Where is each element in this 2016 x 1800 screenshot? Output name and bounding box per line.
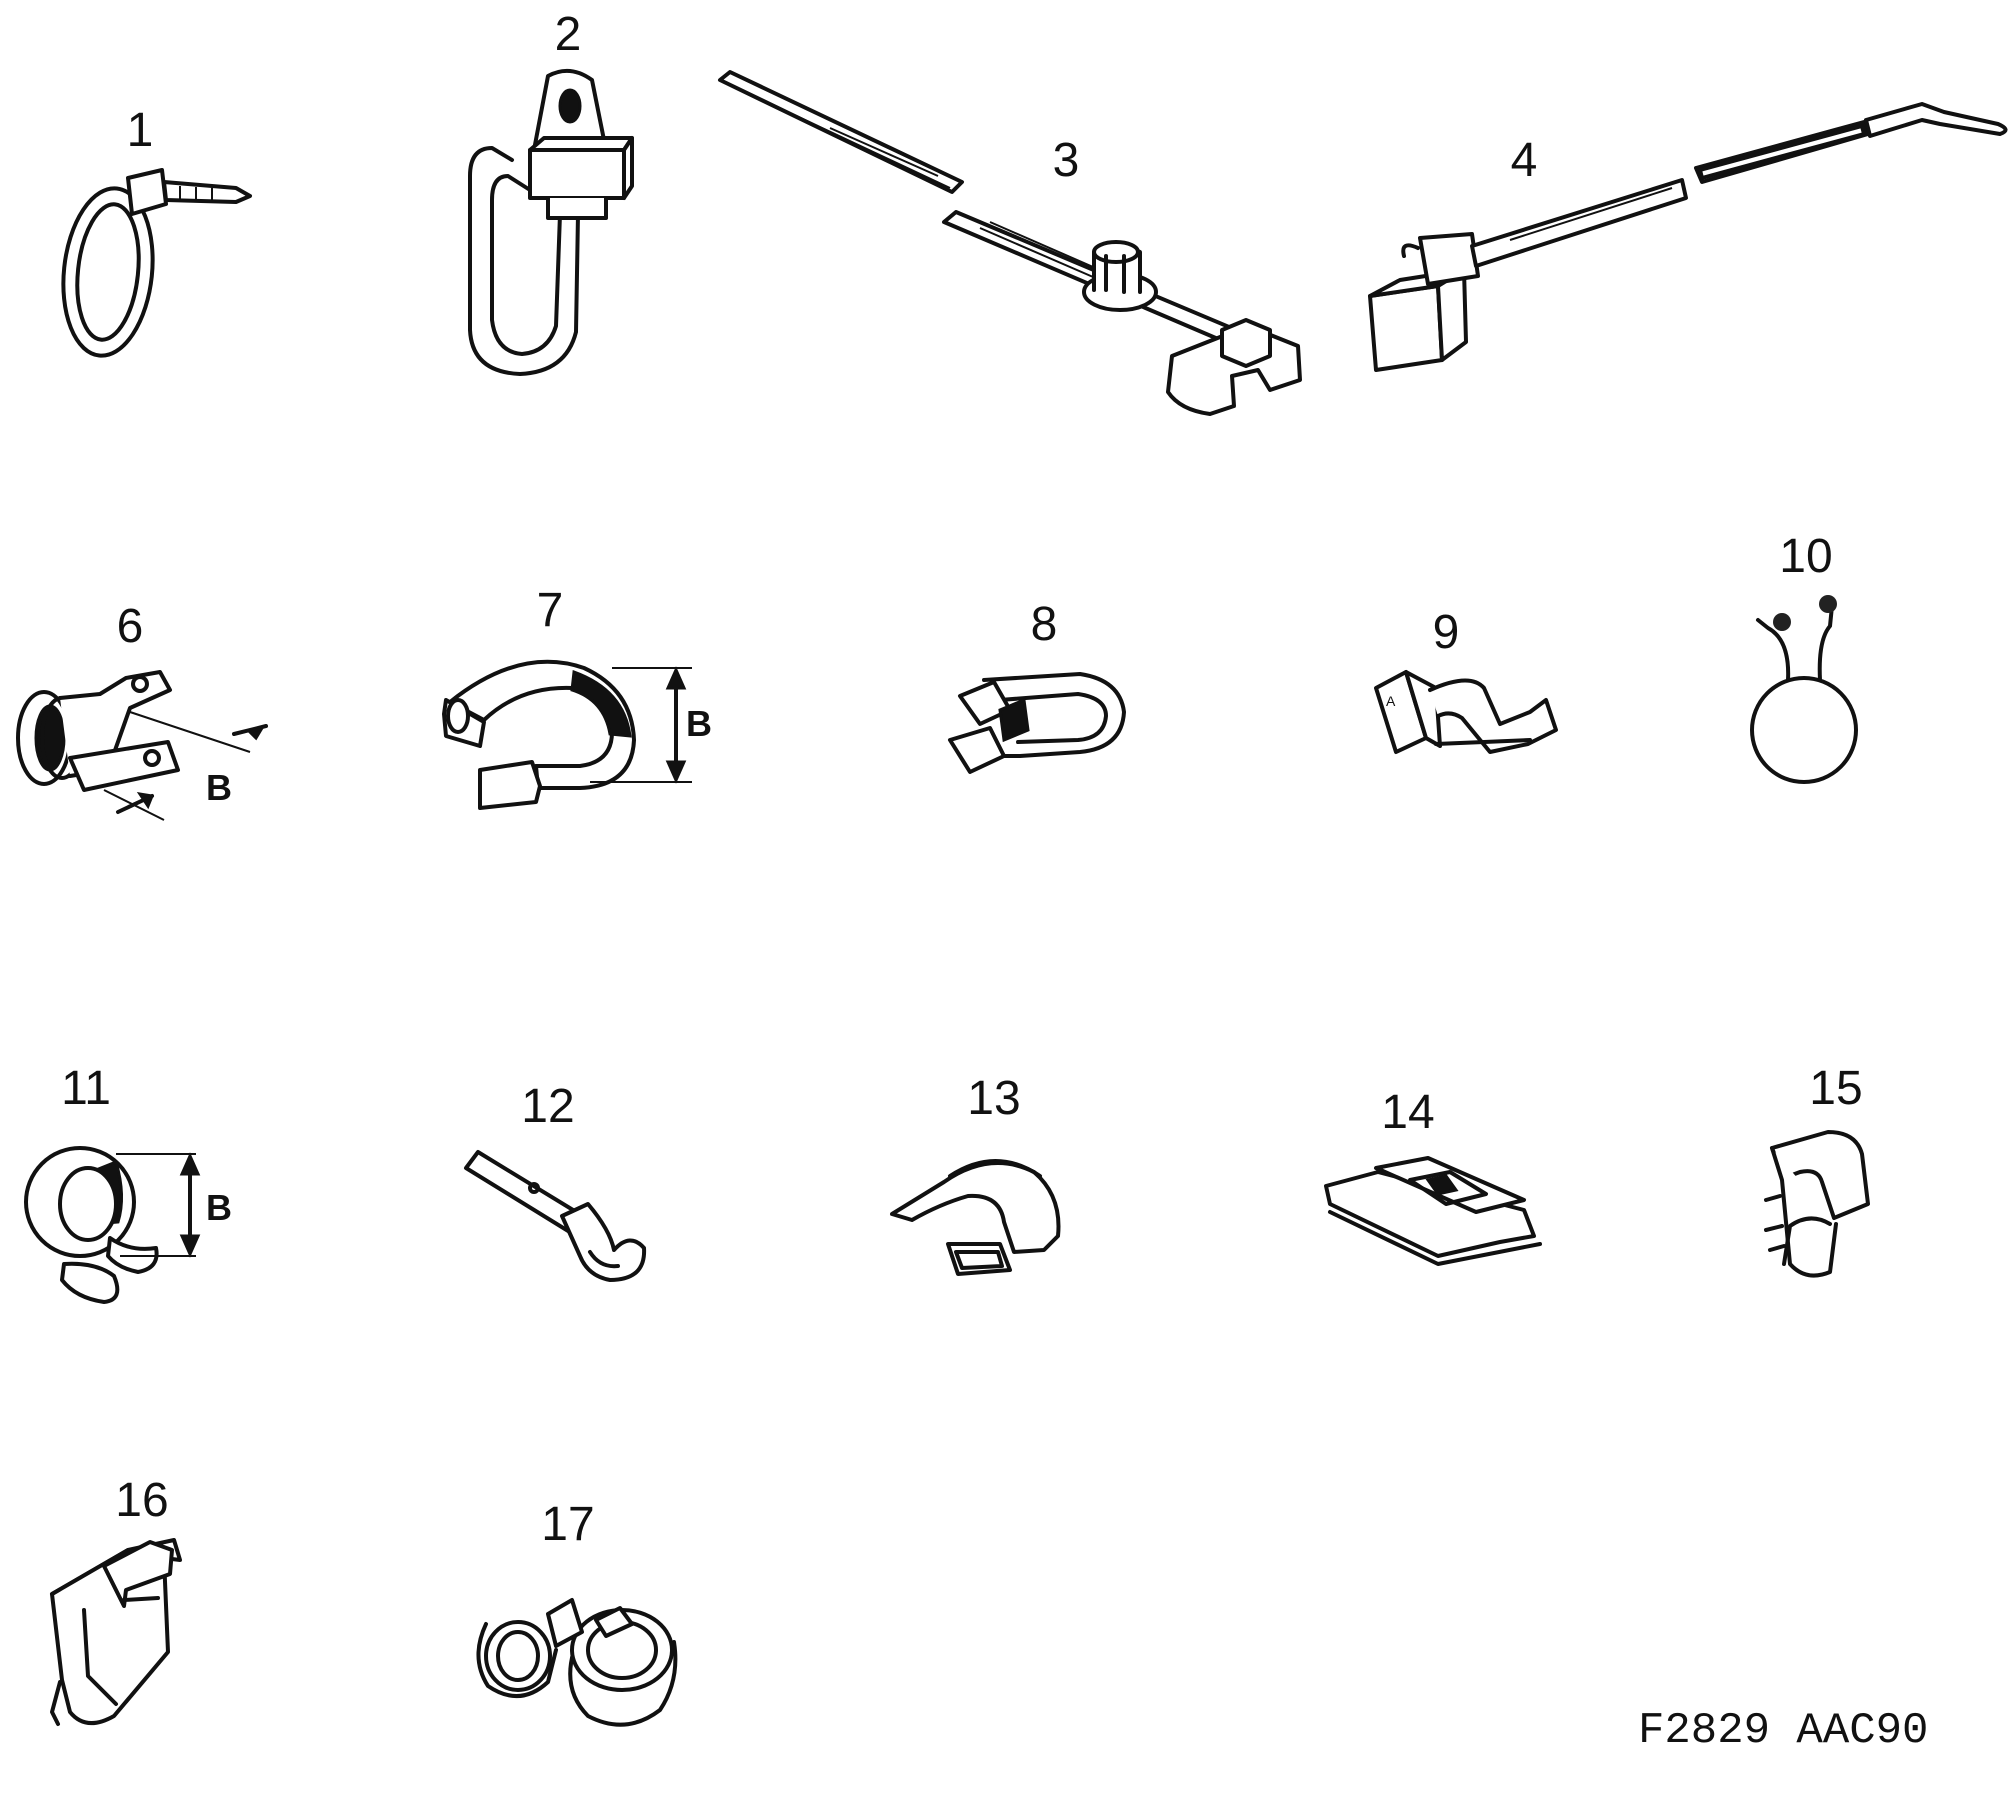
part-6-number: 6 bbox=[117, 600, 144, 653]
part-9-strap-clip: A bbox=[1374, 670, 1558, 754]
part-12-strap-loop bbox=[464, 1150, 647, 1282]
part-12-number: 12 bbox=[521, 1080, 574, 1133]
part-10-number: 10 bbox=[1779, 530, 1832, 583]
part-16-box-clip bbox=[50, 1538, 182, 1726]
part-14-speed-nut bbox=[1324, 1156, 1542, 1266]
part-7-number: 7 bbox=[537, 584, 564, 637]
part-4-cable-tie-square-head bbox=[1368, 102, 2008, 372]
part-6-dimension-label: B bbox=[206, 767, 232, 808]
part-6-band-clamp bbox=[16, 670, 268, 821]
part-16-number: 16 bbox=[115, 1474, 168, 1527]
part-7-dimension-label: B bbox=[686, 703, 712, 744]
part-11-band-clip bbox=[24, 1146, 201, 1304]
part-8-edge-clip bbox=[948, 672, 1126, 774]
part-1-cable-tie bbox=[61, 168, 252, 358]
part-13-number: 13 bbox=[967, 1072, 1020, 1125]
part-13-open-edge-clip bbox=[890, 1159, 1061, 1276]
part-4-number: 4 bbox=[1511, 134, 1538, 187]
part-14-number: 14 bbox=[1381, 1086, 1434, 1139]
part-15-number: 15 bbox=[1809, 1062, 1862, 1115]
part-1-number: 1 bbox=[127, 104, 154, 157]
part-2-loop-clip bbox=[468, 68, 634, 376]
svg-text:A: A bbox=[1386, 693, 1396, 709]
part-3-cable-tie-push-mount bbox=[718, 70, 1302, 416]
drawing-code: F2829 AAC90 bbox=[1638, 1706, 1928, 1756]
part-9-number: 9 bbox=[1433, 606, 1460, 659]
part-17-number: 17 bbox=[541, 1498, 594, 1551]
part-7-spring-clip bbox=[442, 659, 692, 810]
part-17-double-pipe-clip bbox=[476, 1598, 678, 1727]
part-15-profile-clip bbox=[1764, 1130, 1870, 1278]
part-11-dimension-label: B bbox=[206, 1187, 232, 1228]
part-8-number: 8 bbox=[1031, 598, 1058, 651]
part-3-number: 3 bbox=[1053, 134, 1080, 187]
part-11-number: 11 bbox=[61, 1062, 111, 1115]
part-2-number: 2 bbox=[555, 8, 582, 61]
part-10-wire-loop bbox=[1750, 595, 1858, 784]
